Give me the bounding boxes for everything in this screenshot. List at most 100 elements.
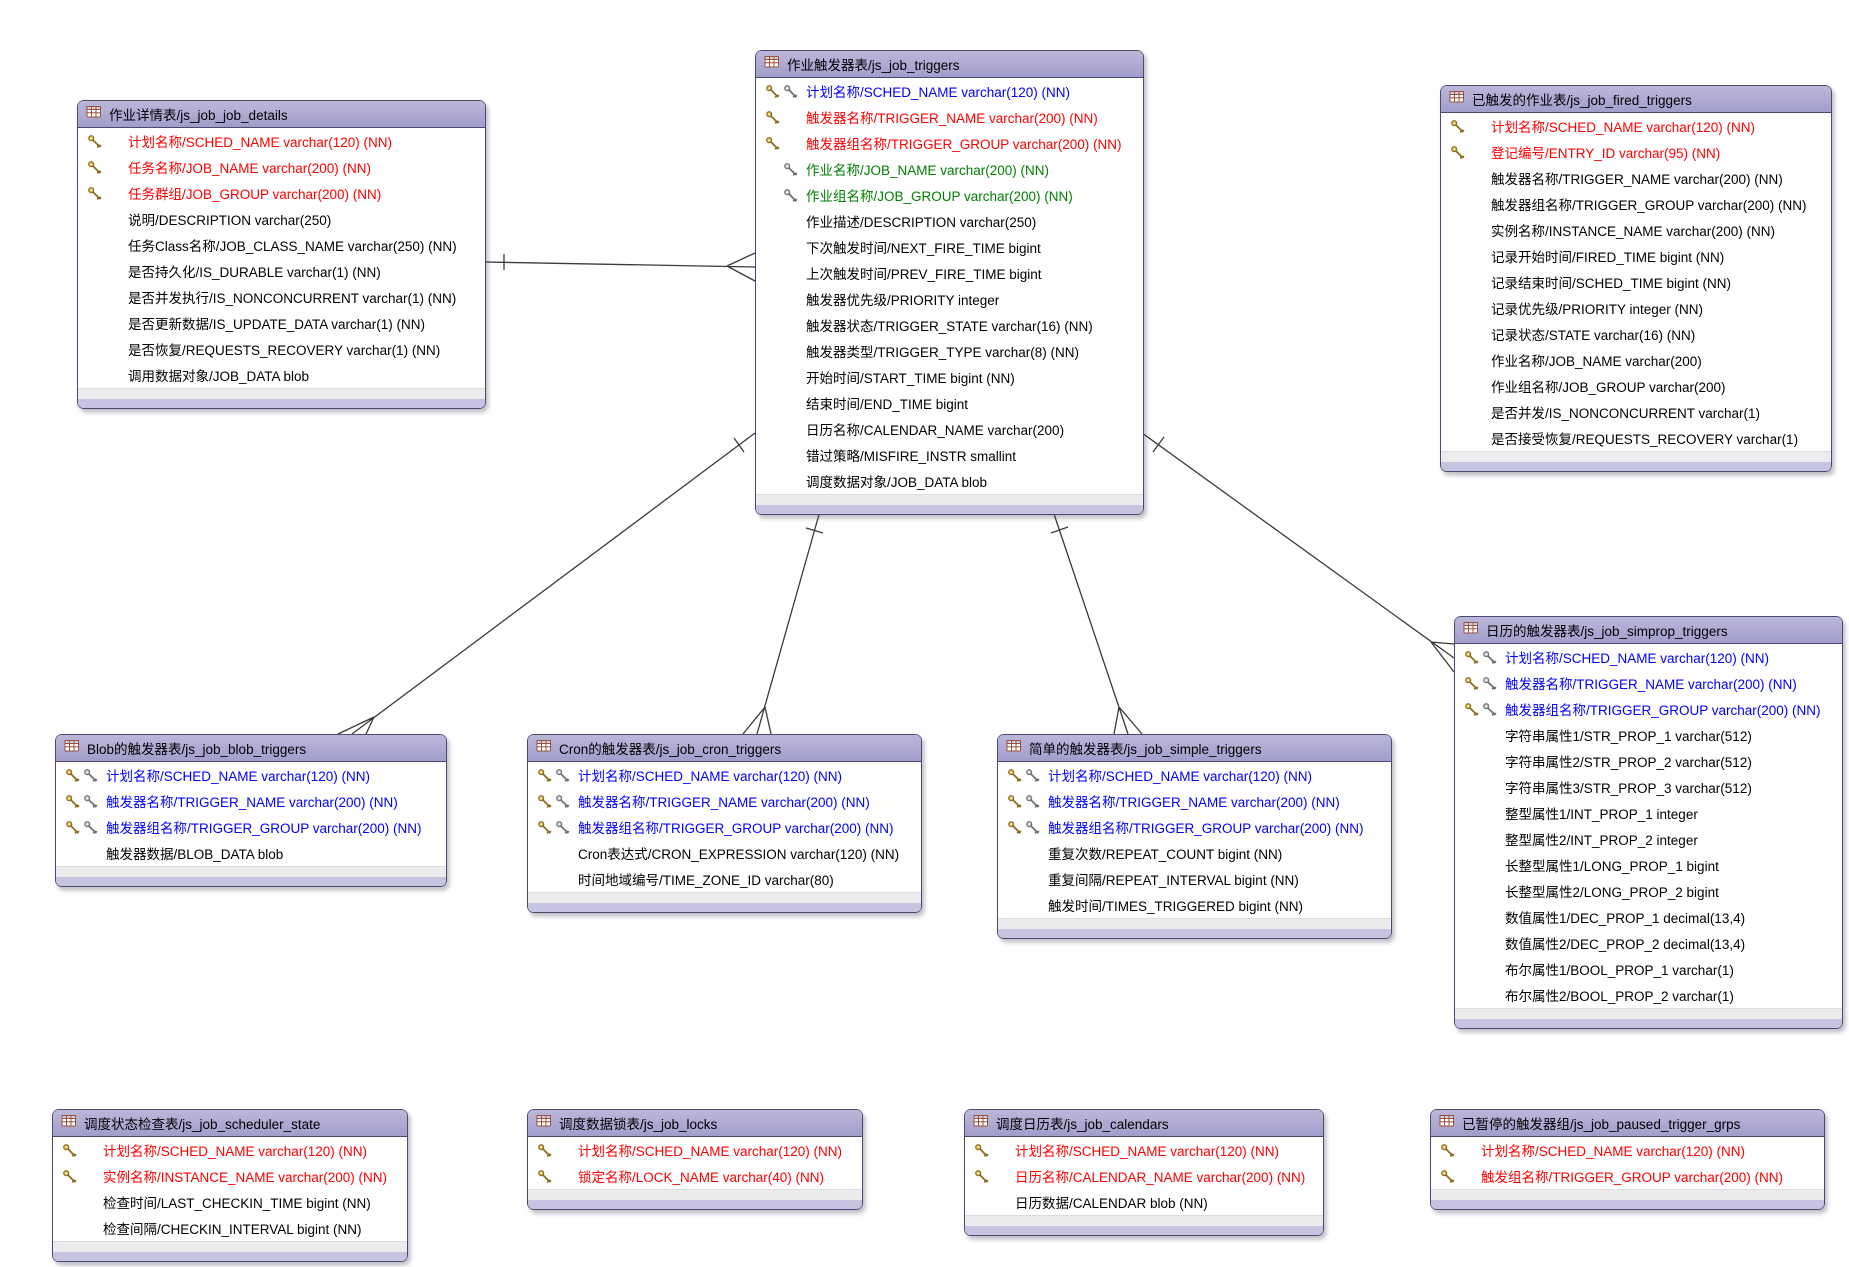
table-header[interactable]: 调度状态检查表/js_job_scheduler_state [53, 1110, 407, 1137]
field-row[interactable]: 是否恢复/REQUESTS_RECOVERY varchar(1) (NN) [78, 336, 485, 362]
table-header[interactable]: 调度数据锁表/js_job_locks [528, 1110, 862, 1137]
field-row[interactable]: 布尔属性2/BOOL_PROP_2 varchar(1) [1455, 982, 1842, 1008]
field-row[interactable]: 是否接受恢复/REQUESTS_RECOVERY varchar(1) [1441, 425, 1831, 451]
table-header[interactable]: Cron的触发器表/js_job_cron_triggers [528, 735, 921, 762]
field-row[interactable]: 检查间隔/CHECKIN_INTERVAL bigint (NN) [53, 1215, 407, 1241]
field-row[interactable]: 记录状态/STATE varchar(16) (NN) [1441, 321, 1831, 347]
field-row[interactable]: 触发器组名称/TRIGGER_GROUP varchar(200) (NN) [56, 814, 446, 840]
field-row[interactable]: 触发器名称/TRIGGER_NAME varchar(200) (NN) [1455, 670, 1842, 696]
field-row[interactable]: 重复次数/REPEAT_COUNT bigint (NN) [998, 840, 1391, 866]
field-row[interactable]: 计划名称/SCHED_NAME varchar(120) (NN) [1441, 113, 1831, 139]
field-row[interactable]: 触发器数据/BLOB_DATA blob [56, 840, 446, 866]
field-row[interactable]: 日历名称/CALENDAR_NAME varchar(200) [756, 416, 1143, 442]
field-row[interactable]: 触发器名称/TRIGGER_NAME varchar(200) (NN) [1441, 165, 1831, 191]
field-row[interactable]: 字符串属性3/STR_PROP_3 varchar(512) [1455, 774, 1842, 800]
field-row[interactable]: 作业组名称/JOB_GROUP varchar(200) (NN) [756, 182, 1143, 208]
relationship-triggers-to-simple_triggers[interactable] [1050, 510, 1143, 735]
field-row[interactable]: 记录优先级/PRIORITY integer (NN) [1441, 295, 1831, 321]
field-row[interactable]: 检查时间/LAST_CHECKIN_TIME bigint (NN) [53, 1189, 407, 1215]
relationship-triggers-to-blob_triggers[interactable] [337, 432, 756, 735]
field-row[interactable]: 计划名称/SCHED_NAME varchar(120) (NN) [998, 762, 1391, 788]
field-row[interactable]: 计划名称/SCHED_NAME varchar(120) (NN) [78, 128, 485, 154]
field-row[interactable]: 作业名称/JOB_NAME varchar(200) (NN) [756, 156, 1143, 182]
field-row[interactable]: 任务群组/JOB_GROUP varchar(200) (NN) [78, 180, 485, 206]
field-row[interactable]: 触发器组名称/TRIGGER_GROUP varchar(200) (NN) [1455, 696, 1842, 722]
field-row[interactable]: 触发器名称/TRIGGER_NAME varchar(200) (NN) [528, 788, 921, 814]
field-row[interactable]: 错过策略/MISFIRE_INSTR smallint [756, 442, 1143, 468]
table-simple_triggers[interactable]: 简单的触发器表/js_job_simple_triggers 计划名称/SCHE… [997, 734, 1392, 939]
field-row[interactable]: 触发器组名称/TRIGGER_GROUP varchar(200) (NN) [1441, 191, 1831, 217]
field-row[interactable]: 实例名称/INSTANCE_NAME varchar(200) (NN) [53, 1163, 407, 1189]
field-row[interactable]: 是否并发/IS_NONCONCURRENT varchar(1) [1441, 399, 1831, 425]
field-row[interactable]: 任务Class名称/JOB_CLASS_NAME varchar(250) (N… [78, 232, 485, 258]
table-header[interactable]: 作业详情表/js_job_job_details [78, 101, 485, 128]
field-row[interactable]: 实例名称/INSTANCE_NAME varchar(200) (NN) [1441, 217, 1831, 243]
field-row[interactable]: 计划名称/SCHED_NAME varchar(120) (NN) [1431, 1137, 1824, 1163]
table-header[interactable]: Blob的触发器表/js_job_blob_triggers [56, 735, 446, 762]
relationship-triggers-to-cron_triggers[interactable] [742, 510, 824, 735]
field-row[interactable]: 重复间隔/REPEAT_INTERVAL bigint (NN) [998, 866, 1391, 892]
field-row[interactable]: 触发器名称/TRIGGER_NAME varchar(200) (NN) [756, 104, 1143, 130]
field-row[interactable]: 计划名称/SCHED_NAME varchar(120) (NN) [965, 1137, 1323, 1163]
field-row[interactable]: 说明/DESCRIPTION varchar(250) [78, 206, 485, 232]
table-header[interactable]: 作业触发器表/js_job_triggers [756, 51, 1143, 78]
field-row[interactable]: 计划名称/SCHED_NAME varchar(120) (NN) [56, 762, 446, 788]
field-row[interactable]: 作业组名称/JOB_GROUP varchar(200) [1441, 373, 1831, 399]
field-row[interactable]: 记录开始时间/FIRED_TIME bigint (NN) [1441, 243, 1831, 269]
field-row[interactable]: 登记编号/ENTRY_ID varchar(95) (NN) [1441, 139, 1831, 165]
table-calendars[interactable]: 调度日历表/js_job_calendars 计划名称/SCHED_NAME v… [964, 1109, 1324, 1236]
field-row[interactable]: 计划名称/SCHED_NAME varchar(120) (NN) [1455, 644, 1842, 670]
field-row[interactable]: 布尔属性1/BOOL_PROP_1 varchar(1) [1455, 956, 1842, 982]
field-row[interactable]: 长整型属性2/LONG_PROP_2 bigint [1455, 878, 1842, 904]
field-row[interactable]: 时间地域编号/TIME_ZONE_ID varchar(80) [528, 866, 921, 892]
field-row[interactable]: 记录结束时间/SCHED_TIME bigint (NN) [1441, 269, 1831, 295]
field-row[interactable]: 长整型属性1/LONG_PROP_1 bigint [1455, 852, 1842, 878]
field-row[interactable]: 是否并发执行/IS_NONCONCURRENT varchar(1) (NN) [78, 284, 485, 310]
field-row[interactable]: 触发器状态/TRIGGER_STATE varchar(16) (NN) [756, 312, 1143, 338]
field-row[interactable]: 结束时间/END_TIME bigint [756, 390, 1143, 416]
field-row[interactable]: 下次触发时间/NEXT_FIRE_TIME bigint [756, 234, 1143, 260]
field-row[interactable]: 触发器组名称/TRIGGER_GROUP varchar(200) (NN) [756, 130, 1143, 156]
field-row[interactable]: 日历名称/CALENDAR_NAME varchar(200) (NN) [965, 1163, 1323, 1189]
field-row[interactable]: Cron表达式/CRON_EXPRESSION varchar(120) (NN… [528, 840, 921, 866]
relationship-job_details-to-triggers[interactable] [483, 252, 756, 282]
relationship-triggers-to-simprop_triggers[interactable] [1141, 432, 1455, 673]
table-header[interactable]: 调度日历表/js_job_calendars [965, 1110, 1323, 1137]
field-row[interactable]: 计划名称/SCHED_NAME varchar(120) (NN) [528, 762, 921, 788]
field-row[interactable]: 作业名称/JOB_NAME varchar(200) [1441, 347, 1831, 373]
field-row[interactable]: 触发器名称/TRIGGER_NAME varchar(200) (NN) [998, 788, 1391, 814]
table-header[interactable]: 简单的触发器表/js_job_simple_triggers [998, 735, 1391, 762]
field-row[interactable]: 触发器名称/TRIGGER_NAME varchar(200) (NN) [56, 788, 446, 814]
field-row[interactable]: 计划名称/SCHED_NAME varchar(120) (NN) [53, 1137, 407, 1163]
field-row[interactable]: 调度数据对象/JOB_DATA blob [756, 468, 1143, 494]
field-row[interactable]: 调用数据对象/JOB_DATA blob [78, 362, 485, 388]
field-row[interactable]: 计划名称/SCHED_NAME varchar(120) (NN) [528, 1137, 862, 1163]
table-locks[interactable]: 调度数据锁表/js_job_locks 计划名称/SCHED_NAME varc… [527, 1109, 863, 1210]
field-row[interactable]: 计划名称/SCHED_NAME varchar(120) (NN) [756, 78, 1143, 104]
field-row[interactable]: 任务名称/JOB_NAME varchar(200) (NN) [78, 154, 485, 180]
field-row[interactable]: 字符串属性2/STR_PROP_2 varchar(512) [1455, 748, 1842, 774]
table-blob_triggers[interactable]: Blob的触发器表/js_job_blob_triggers 计划名称/SCHE… [55, 734, 447, 887]
table-simprop_triggers[interactable]: 日历的触发器表/js_job_simprop_triggers 计划名称/SCH… [1454, 616, 1843, 1029]
table-header[interactable]: 日历的触发器表/js_job_simprop_triggers [1455, 617, 1842, 644]
table-header[interactable]: 已暂停的触发器组/js_job_paused_trigger_grps [1431, 1110, 1824, 1137]
field-row[interactable]: 触发时间/TIMES_TRIGGERED bigint (NN) [998, 892, 1391, 918]
table-scheduler_state[interactable]: 调度状态检查表/js_job_scheduler_state 计划名称/SCHE… [52, 1109, 408, 1262]
field-row[interactable]: 触发器组名称/TRIGGER_GROUP varchar(200) (NN) [998, 814, 1391, 840]
field-row[interactable]: 数值属性1/DEC_PROP_1 decimal(13,4) [1455, 904, 1842, 930]
field-row[interactable]: 开始时间/START_TIME bigint (NN) [756, 364, 1143, 390]
field-row[interactable]: 整型属性1/INT_PROP_1 integer [1455, 800, 1842, 826]
table-header[interactable]: 已触发的作业表/js_job_fired_triggers [1441, 86, 1831, 113]
field-row[interactable]: 触发组名称/TRIGGER_GROUP varchar(200) (NN) [1431, 1163, 1824, 1189]
field-row[interactable]: 整型属性2/INT_PROP_2 integer [1455, 826, 1842, 852]
field-row[interactable]: 是否更新数据/IS_UPDATE_DATA varchar(1) (NN) [78, 310, 485, 336]
table-triggers[interactable]: 作业触发器表/js_job_triggers 计划名称/SCHED_NAME v… [755, 50, 1144, 515]
field-row[interactable]: 触发器优先级/PRIORITY integer [756, 286, 1143, 312]
table-fired_triggers[interactable]: 已触发的作业表/js_job_fired_triggers 计划名称/SCHED… [1440, 85, 1832, 472]
field-row[interactable]: 触发器组名称/TRIGGER_GROUP varchar(200) (NN) [528, 814, 921, 840]
field-row[interactable]: 数值属性2/DEC_PROP_2 decimal(13,4) [1455, 930, 1842, 956]
table-cron_triggers[interactable]: Cron的触发器表/js_job_cron_triggers 计划名称/SCHE… [527, 734, 922, 913]
field-row[interactable]: 是否持久化/IS_DURABLE varchar(1) (NN) [78, 258, 485, 284]
field-row[interactable]: 作业描述/DESCRIPTION varchar(250) [756, 208, 1143, 234]
field-row[interactable]: 锁定名称/LOCK_NAME varchar(40) (NN) [528, 1163, 862, 1189]
